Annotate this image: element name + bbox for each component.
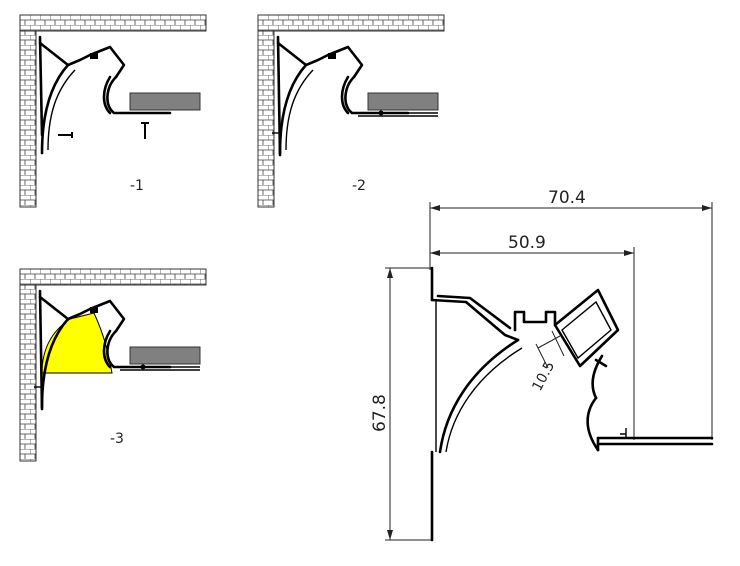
step-label-2: -2 (352, 178, 366, 194)
dimension-label-height: 67.8 (370, 394, 390, 432)
shelf-block (367, 92, 439, 111)
corner-profile (272, 35, 410, 157)
profile-cross-section: 70.4 50.9 67.8 (370, 188, 714, 542)
corner-profile (38, 35, 172, 155)
screw-icon (141, 122, 149, 139)
dimension-label-width-inner: 50.9 (508, 233, 546, 253)
corner-profile (34, 289, 172, 411)
dimension-70-4: 70.4 (429, 188, 713, 440)
dimension-50-9: 50.9 (430, 233, 635, 440)
step-label-3: -3 (110, 431, 124, 447)
step-3-drawing (19, 268, 207, 462)
side-wall (19, 284, 37, 462)
shelf-block (129, 346, 201, 365)
profile-body: 10.5 (430, 266, 714, 542)
side-wall (19, 30, 37, 208)
side-wall (257, 30, 275, 208)
dimension-label-led-slot: 10.5 (529, 359, 558, 394)
ceiling-wall (19, 268, 207, 286)
dimension-label-width-total: 70.4 (548, 188, 586, 208)
ceiling-wall (19, 14, 207, 32)
ceiling-wall (257, 14, 445, 32)
step-2-drawing (257, 14, 445, 208)
step-1-drawing (19, 14, 207, 208)
shelf-block (129, 92, 201, 111)
dimension-67-8: 67.8 (370, 267, 432, 541)
screw-icon (58, 132, 73, 138)
step-label-1: -1 (130, 178, 144, 194)
